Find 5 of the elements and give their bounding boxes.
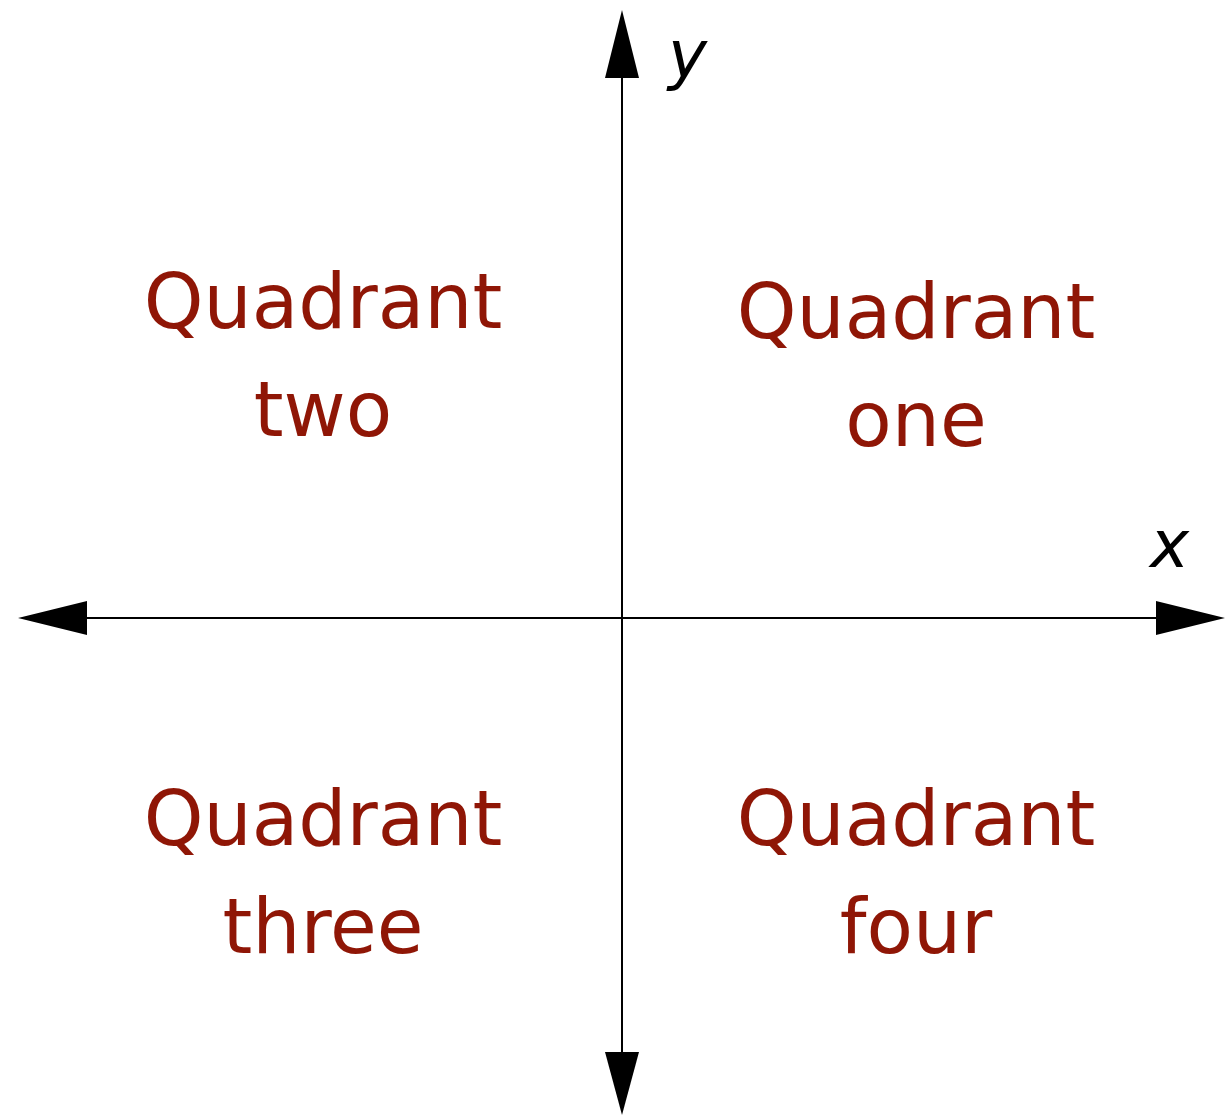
- quadrant-label: Quadrant one: [735, 266, 1097, 466]
- quadrant-label: Quadrant two: [142, 256, 504, 456]
- axis-label: x: [1150, 512, 1190, 578]
- quadrant-label: Quadrant four: [735, 773, 1097, 973]
- quadrant-label: Quadrant three: [142, 773, 504, 973]
